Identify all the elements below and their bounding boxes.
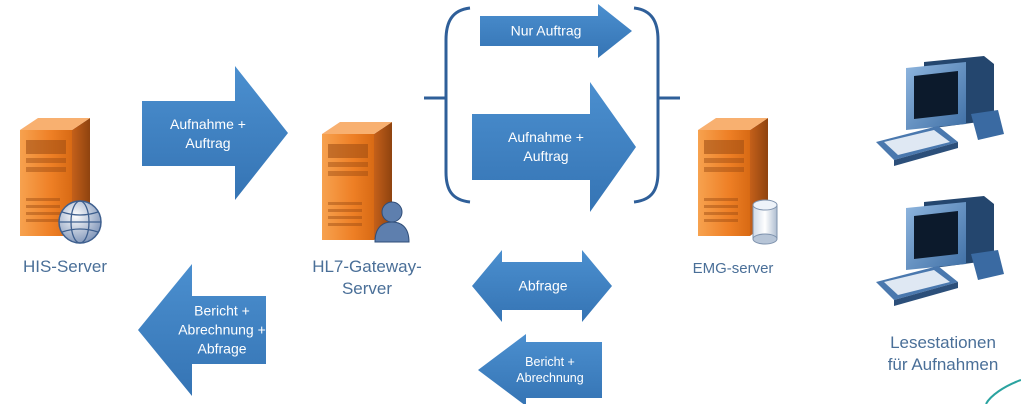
arrow-label-aufnahme-auftrag-left: Aufnahme + Auftrag [170, 115, 246, 153]
node-label-line: für Aufnahmen [887, 355, 999, 374]
arrow-aufnahme-auftrag-left [142, 66, 288, 200]
bracket-right [633, 6, 660, 204]
arrow-label-line: Abfrage [197, 340, 247, 357]
arrow-nur-auftrag [480, 4, 632, 58]
arrow-label-line: Bericht + [525, 355, 575, 369]
arrow-label-line: Bericht + [194, 302, 250, 319]
workstation-icon-bottom [876, 196, 1004, 306]
node-label-line: Lesestationen [890, 333, 996, 352]
arrow-aufnahme-auftrag-right [472, 82, 636, 212]
gateway-server-label: HL7-Gateway- Server [292, 256, 442, 300]
arrow-label-bericht-abrechnung-abfrage: Bericht + Abrechnung + Abfrage [178, 302, 266, 359]
arrow-label-line: Auftrag [523, 148, 569, 164]
arrow-label-line: Abrechnung + [178, 321, 266, 338]
bracket-left [444, 6, 471, 204]
arrow-label-line: Abfrage [518, 277, 568, 294]
arrow-label-nur-auftrag: Nur Auftrag [511, 22, 582, 41]
arrow-label-line: Nur Auftrag [510, 22, 582, 39]
workstation-icon-top [876, 56, 1004, 166]
arrow-abfrage [472, 250, 612, 322]
user-icon [374, 201, 410, 243]
his-server-label: HIS-Server [0, 256, 130, 278]
arrow-label-line: Aufnahme + [508, 129, 584, 145]
arrow-label-aufnahme-auftrag-right: Aufnahme + Auftrag [508, 128, 584, 166]
arrow-bericht-abrechnung-abfrage [138, 264, 266, 396]
node-label-line: HL7-Gateway- [312, 257, 422, 276]
node-label-line: EMG-server [692, 260, 774, 277]
arrow-label-line: Aufnahme + [170, 116, 246, 132]
gateway-server-icon [322, 122, 392, 240]
node-label-line: HIS-Server [22, 257, 108, 276]
corner-arc [985, 379, 1021, 404]
database-icon [752, 199, 778, 245]
globe-icon [58, 200, 102, 244]
node-label-line: Server [341, 279, 393, 298]
stations-label: Lesestationen für Aufnahmen [868, 332, 1018, 376]
arrow-label-line: Auftrag [185, 135, 231, 151]
emg-server-label: EMG-server [668, 258, 798, 280]
arrow-label-bericht-abrechnung: Bericht + Abrechnung [516, 354, 583, 386]
arrow-label-line: Abrechnung [516, 371, 584, 385]
arrow-bericht-abrechnung [478, 334, 602, 404]
arrow-label-abfrage: Abfrage [518, 277, 567, 296]
